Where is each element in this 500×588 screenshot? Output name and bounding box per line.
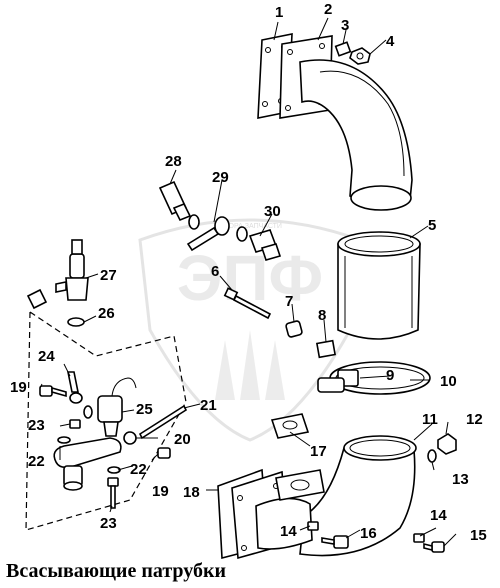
- callout-30: 30: [264, 203, 281, 220]
- callout-24: 24: [38, 348, 55, 365]
- callout-13: 13: [452, 471, 469, 488]
- callout-19-left: 19: [10, 379, 27, 396]
- callout-28: 28: [165, 153, 182, 170]
- callout-8: 8: [318, 307, 326, 324]
- callout-14-left: 14: [280, 523, 297, 540]
- nut-4: [349, 47, 371, 65]
- spacer-7: [285, 320, 303, 338]
- diagram-caption: Всасывающие патрубки: [6, 560, 227, 582]
- watermark-logo: ЭПФ ОПОРА ЗАПЧАСТИ: [138, 218, 362, 442]
- pipe-21: [138, 404, 188, 440]
- fitting-28: [158, 180, 192, 222]
- callout-26: 26: [98, 305, 115, 322]
- washer-29: [186, 214, 248, 252]
- watermark-ring-text: ОПОРА ЗАПЧАСТИ: [218, 223, 282, 230]
- callout-9: 9: [386, 367, 394, 384]
- callout-18: 18: [183, 484, 200, 501]
- washer-22-left: [57, 436, 71, 444]
- washer-22-right: [107, 466, 121, 474]
- watermark-logo-letters: ЭПФ: [177, 242, 323, 314]
- callout-21: 21: [200, 397, 217, 414]
- callout-20: 20: [174, 431, 191, 448]
- callout-25: 25: [136, 401, 153, 418]
- bolt-23-bottom: [107, 477, 119, 509]
- callout-2: 2: [324, 1, 332, 18]
- callout-5: 5: [428, 217, 436, 234]
- bolt-15: [423, 541, 445, 553]
- elbow-pipe-lower: [299, 435, 417, 557]
- callout-10: 10: [440, 373, 457, 390]
- callout-22-right: 22: [130, 461, 147, 478]
- callout-6: 6: [211, 263, 219, 280]
- adapter-17: [270, 413, 325, 501]
- callout-17: 17: [310, 443, 327, 460]
- flange-18: [217, 468, 313, 560]
- elbow-pipe-upper: [279, 35, 413, 211]
- callout-12: 12: [466, 411, 483, 428]
- long-bolt-6: [223, 287, 272, 320]
- hose-clamp: [317, 361, 431, 395]
- callout-19-right: 19: [152, 483, 169, 500]
- bracket-22: [53, 437, 122, 491]
- leader-lines: [39, 17, 457, 547]
- small-bolt-14-right: [413, 533, 425, 543]
- o-ring-26: [67, 317, 85, 327]
- washer-20: [123, 431, 137, 445]
- callout-14-right: 14: [430, 507, 447, 524]
- callout-23-bottom: 23: [100, 515, 117, 532]
- callout-23-top: 23: [28, 417, 45, 434]
- nipple-left: [26, 288, 48, 310]
- bolt-3: [334, 41, 352, 57]
- fitting-30: [248, 229, 282, 261]
- washer-13: [427, 449, 437, 463]
- callout-27: 27: [100, 267, 117, 284]
- callout-7: 7: [285, 293, 293, 310]
- nut-8: [315, 339, 337, 359]
- sensor-27: [55, 239, 89, 301]
- sensor-25: [97, 377, 137, 437]
- callout-15: 15: [470, 527, 487, 544]
- callout-29: 29: [212, 169, 229, 186]
- rubber-sleeve: [337, 231, 421, 340]
- o-ring-small: [83, 405, 93, 419]
- callout-1: 1: [275, 4, 283, 21]
- callout-16: 16: [360, 525, 377, 542]
- bolt-23-top: [69, 419, 81, 429]
- callout-22-left: 22: [28, 453, 45, 470]
- callout-11: 11: [422, 411, 438, 428]
- bolt-19-left: [39, 385, 67, 398]
- callout-3: 3: [341, 17, 349, 34]
- callout-4: 4: [386, 33, 395, 50]
- bolt-16: [321, 535, 349, 549]
- small-bolt-14-left: [307, 521, 319, 531]
- sender-24: [67, 371, 83, 404]
- bolt-19-right: [157, 447, 171, 459]
- nut-12: [437, 433, 457, 455]
